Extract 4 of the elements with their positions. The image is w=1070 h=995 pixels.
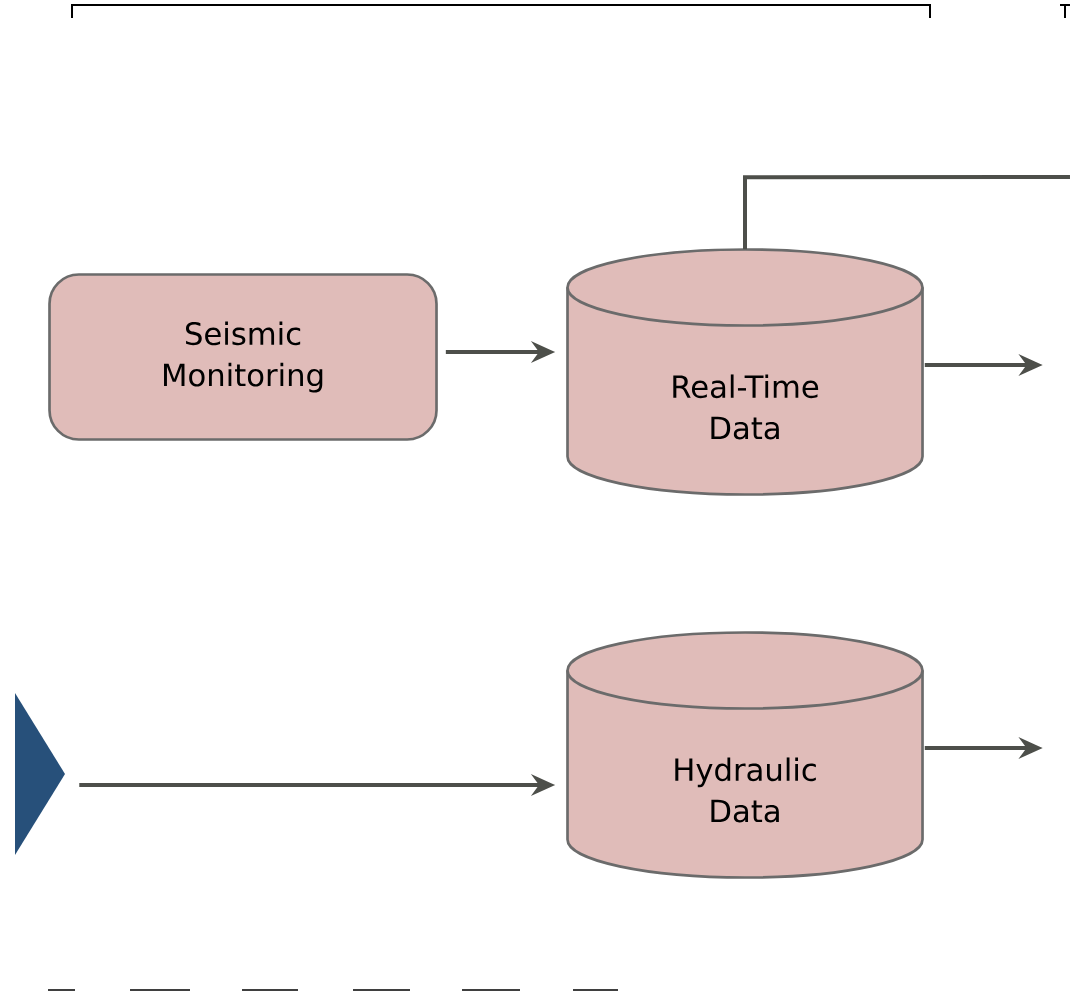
database-cylinder: Hydraulic Data [566, 631, 924, 879]
process-box: Seismic Monitoring [48, 273, 438, 441]
chevron-shape [15, 693, 65, 855]
database-cylinder: Real-Time Data [566, 248, 924, 496]
